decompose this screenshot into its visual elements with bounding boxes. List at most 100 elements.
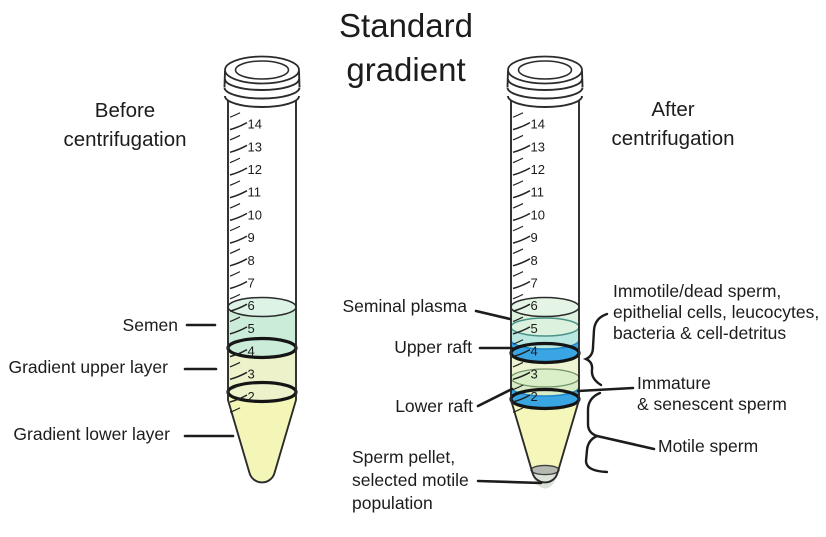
scale-minor-tick	[512, 271, 524, 277]
semen-surface-ellipse	[227, 296, 297, 318]
scale-tick	[229, 144, 248, 154]
immotile-label-line1: Immotile/dead sperm,	[613, 281, 781, 301]
scale-minor-tick	[512, 339, 524, 345]
scale-tick	[229, 348, 248, 358]
scale-tick-label: 12	[248, 162, 262, 177]
scale-tick	[512, 190, 531, 199]
scale-minor-tick	[512, 384, 524, 391]
lower-raft-top-edge	[510, 386, 580, 397]
before-tube-mouth-inner	[234, 60, 290, 80]
after-tube-threads	[506, 70, 584, 108]
motile-sperm-leader-line	[595, 434, 656, 451]
scale-tick	[229, 167, 248, 176]
scale-minor-tick	[229, 316, 241, 323]
sperm-pellet-label-line3: population	[352, 493, 433, 513]
immature-label-line2: & senescent sperm	[637, 394, 787, 414]
immotile-label-line3: bacteria & cell-detritus	[613, 323, 786, 343]
scale-minor-tick	[229, 361, 241, 368]
immature-leader-line	[576, 386, 635, 393]
scale-tick-label: 11	[531, 185, 545, 200]
scale-tick-label: 6	[531, 298, 538, 313]
scale-tick	[229, 303, 248, 312]
scale-minor-tick	[512, 180, 524, 186]
scale-tick-label: 14	[248, 117, 262, 132]
upper-raft-label: Upper raft	[394, 337, 472, 357]
scale-tick-label: 13	[248, 139, 262, 154]
scale-tick-label: 6	[248, 298, 255, 313]
semen-label: Semen	[123, 315, 178, 335]
bottom-yellow-layer	[511, 399, 579, 483]
scale-minor-tick	[512, 361, 524, 368]
scale-tick	[512, 258, 531, 267]
scale-tick-label: 2	[531, 389, 538, 404]
motile-sperm-label: Motile sperm	[658, 436, 758, 456]
scale-tick-label: 9	[531, 230, 538, 245]
scale-minor-tick	[229, 203, 241, 209]
semen-layer	[228, 307, 296, 358]
scale-tick	[512, 280, 531, 290]
scale-minor-tick	[229, 157, 241, 164]
scale-tick	[512, 371, 531, 381]
scale-tick-label: 9	[248, 230, 255, 245]
gradient-upper-label: Gradient upper layer	[8, 357, 168, 377]
scale-minor-tick	[229, 248, 241, 255]
scale-tick	[229, 371, 248, 381]
before-tube-outline	[227, 100, 297, 484]
after-heading-line2: centrifugation	[611, 127, 734, 150]
motile-sperm-brace	[584, 391, 609, 474]
scale-minor-tick	[512, 248, 524, 255]
scale-tick-label: 11	[248, 185, 262, 200]
scale-tick	[512, 394, 531, 403]
scale-tick-label: 10	[248, 207, 262, 222]
scale-minor-tick	[512, 293, 524, 300]
scale-minor-tick	[229, 225, 241, 232]
scale-minor-tick	[512, 316, 524, 323]
scale-tick-label: 5	[531, 321, 538, 336]
scale-tick	[229, 280, 248, 290]
before-heading-line2: centrifugation	[63, 128, 186, 151]
diagram-title-line1: Standard	[339, 7, 473, 44]
scale-tick-label: 10	[531, 207, 545, 222]
gradient-upper-layer	[228, 348, 296, 402]
lower-raft-leader-line	[476, 387, 514, 408]
scale-minor-tick	[512, 203, 524, 209]
scale-tick-label: 7	[248, 276, 255, 291]
scale-tick	[512, 348, 531, 358]
scale-tick	[229, 326, 248, 335]
before-tube-threads	[223, 70, 301, 108]
scale-tick	[229, 235, 248, 244]
immature-label-line1: Immature	[637, 373, 711, 393]
sperm-pellet-label-line2: selected motile	[352, 470, 469, 490]
seminal-plasma-leader-line	[474, 309, 512, 321]
scale-tick	[512, 326, 531, 335]
immotile-brace	[582, 312, 609, 387]
scale-minor-tick	[512, 225, 524, 232]
seminal-plasma-label: Seminal plasma	[343, 296, 468, 316]
green-surface-ellipse	[510, 368, 580, 388]
sperm-pellet-label-line1: Sperm pellet,	[352, 447, 455, 467]
scale-minor-tick	[512, 407, 524, 413]
scale-tick-label: 3	[531, 366, 538, 381]
scale-tick-label: 13	[531, 139, 545, 154]
after-heading-line1: After	[651, 98, 694, 121]
scale-tick-label: 3	[248, 366, 255, 381]
after-tube-outline	[510, 100, 580, 484]
scale-minor-tick	[229, 293, 241, 300]
scale-minor-tick	[229, 112, 241, 118]
scale-tick	[229, 190, 248, 199]
before-heading-line1: Before	[95, 99, 155, 122]
scale-tick-label: 2	[248, 389, 255, 404]
scale-minor-tick	[229, 384, 241, 391]
gradient-lower-label: Gradient lower layer	[13, 424, 170, 444]
scale-tick	[512, 303, 531, 312]
scale-tick	[512, 167, 531, 176]
lower-raft-label: Lower raft	[395, 396, 473, 416]
scale-minor-tick	[512, 112, 524, 118]
scale-tick-label: 5	[248, 321, 255, 336]
scale-tick	[229, 212, 248, 222]
scale-tick-label: 14	[531, 117, 545, 132]
